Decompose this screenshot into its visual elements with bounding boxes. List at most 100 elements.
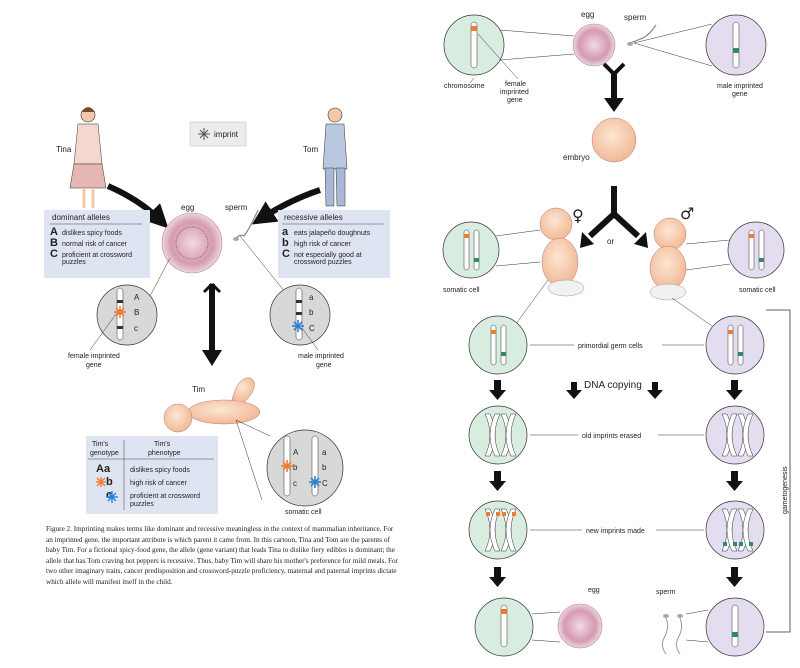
orange-imprint-icon xyxy=(281,460,293,472)
tom-to-sperm-arrow xyxy=(251,187,321,225)
sperm-cell-left xyxy=(235,209,259,239)
tom-label: Tom xyxy=(303,145,318,154)
female-imprinted-label-2: gene xyxy=(86,362,102,369)
egg-cell-left xyxy=(161,212,223,274)
recessive-title: recessive alleles xyxy=(284,213,343,222)
embryo-label: embryo xyxy=(563,153,590,162)
female-baby-figure xyxy=(539,207,585,297)
tim-baby-figure xyxy=(163,377,261,433)
tim-phenotype-cell: dislikes spicy foods xyxy=(130,467,190,474)
maternal-letter-c: c xyxy=(134,324,138,333)
male-imprinted-label-2: gene xyxy=(316,362,332,369)
or-label: or xyxy=(607,237,614,246)
dna-copying-arrows xyxy=(489,380,743,400)
tina-to-egg-arrow xyxy=(106,183,169,229)
dna-copying-label: DNA copying xyxy=(584,380,642,391)
dominant-title: dominant alleles xyxy=(52,213,110,222)
female-primordial-cell xyxy=(468,315,528,375)
tim-phenotype-cell: high risk of cancer xyxy=(130,480,187,487)
tim-genotype-header-2: genotype xyxy=(90,450,119,457)
dominant-allele-text: puzzles xyxy=(62,259,86,266)
egg-label-top: egg xyxy=(581,10,594,19)
female-symbol: ♀ xyxy=(572,206,584,225)
sperm-label-bottom: sperm xyxy=(656,589,676,596)
male-somatic-cell xyxy=(727,221,785,279)
tim-label: Tim xyxy=(192,385,205,394)
new-imprints-made-label: new imprints made xyxy=(586,528,645,535)
tim-right-letter-1: a xyxy=(322,448,327,457)
paternal-letter-a: a xyxy=(309,293,314,302)
paternal-letter-b: b xyxy=(309,308,314,317)
embryo-figure xyxy=(591,117,637,163)
blue-imprint-icon xyxy=(292,320,304,332)
tina-figure xyxy=(69,107,107,208)
imprint-legend-label: imprint xyxy=(214,130,239,139)
tim-genotype-header-1: Tim's xyxy=(92,441,109,448)
recessive-allele-text: not especially good at xyxy=(294,252,362,259)
somatic-cell-label-left: somatic cell xyxy=(443,287,480,294)
tim-right-letter-3: C xyxy=(322,479,328,488)
egg-label-left: egg xyxy=(181,203,194,212)
female-somatic-cell xyxy=(442,221,500,279)
tom-figure xyxy=(322,107,348,207)
sperm-label-top: sperm xyxy=(624,13,647,22)
female-imprinted-label-top-3: gene xyxy=(507,97,523,104)
female-imprinted-label-1: female imprinted xyxy=(68,353,120,360)
old-imprints-erased-label: old imprints erased xyxy=(582,433,641,440)
male-imprinted-label-top-1: male imprinted xyxy=(717,83,763,90)
recessive-allele-letter: C xyxy=(282,248,290,260)
recessive-allele-letter: a xyxy=(282,226,289,238)
paternal-letter-c: C xyxy=(309,324,315,333)
dominant-alleles-panel xyxy=(44,210,150,278)
male-primordial-cell xyxy=(705,315,765,375)
tim-phenotype-cell: proficient at crossword xyxy=(130,493,200,500)
recessive-alleles-panel xyxy=(278,210,390,278)
blue-imprint-icon xyxy=(309,476,321,488)
male-imprinted-label-1: male imprinted xyxy=(298,353,344,360)
tim-genotype-cell: b xyxy=(106,476,113,488)
gametogenesis-label: gametogenesis xyxy=(782,466,789,514)
sperm-label-left: sperm xyxy=(225,203,248,212)
tim-somatic-circle xyxy=(266,429,344,507)
dominant-allele-text: dislikes spicy foods xyxy=(62,230,122,237)
tim-left-letter-3: c xyxy=(293,479,297,488)
dominant-allele-letter: A xyxy=(50,226,58,238)
dominant-allele-text: proficient at crossword xyxy=(62,252,132,259)
orange-imprint-icon xyxy=(114,306,126,318)
recessive-allele-text: eats jalapeño doughnuts xyxy=(294,230,371,237)
gametogenesis-bracket xyxy=(766,309,791,633)
tim-phenotype-cell: puzzles xyxy=(130,501,154,508)
tim-left-letter-1: A xyxy=(293,448,299,457)
recessive-allele-text: crossword puzzles xyxy=(294,259,352,266)
tim-somatic-label: somatic cell xyxy=(285,509,322,516)
chromosome-label: chromosome xyxy=(444,83,485,90)
sperm-cells-bottom xyxy=(661,617,669,655)
male-symbol: ♂ xyxy=(680,204,694,223)
dominant-allele-text: normal risk of cancer xyxy=(62,241,128,248)
maternal-letter-b: B xyxy=(134,308,139,317)
tim-phenotype-header-2: phenotype xyxy=(148,450,181,457)
male-imprinted-label-top-2: gene xyxy=(732,91,748,98)
tim-genotype-cell: Aa xyxy=(96,463,111,475)
blue-imprint-icon xyxy=(106,491,118,503)
egg-cell-bottom xyxy=(557,603,603,649)
dominant-allele-letter: C xyxy=(50,248,58,260)
recessive-allele-text: high risk of cancer xyxy=(294,241,351,248)
orange-imprint-icon xyxy=(96,477,106,487)
sperm-cell-top xyxy=(629,24,657,44)
tim-phenotype-header-1: Tim's xyxy=(154,441,171,448)
female-imprinted-label-top-2: imprinted xyxy=(500,89,529,96)
female-imprinted-label-top-1: female xyxy=(505,81,526,88)
dominant-allele-letter: B xyxy=(50,237,58,249)
imprint-star-icon xyxy=(198,128,210,140)
somatic-cell-label-right: somatic cell xyxy=(739,287,776,294)
primordial-germ-cells-label: primordial germ cells xyxy=(578,343,643,350)
figure-caption: Figure 2. Imprinting makes terms like do… xyxy=(46,525,399,586)
male-baby-figure xyxy=(649,217,687,301)
tim-left-letter-2: b xyxy=(293,463,298,472)
maternal-letter-a: A xyxy=(134,293,140,302)
maternal-chromosome-circle xyxy=(96,284,158,346)
